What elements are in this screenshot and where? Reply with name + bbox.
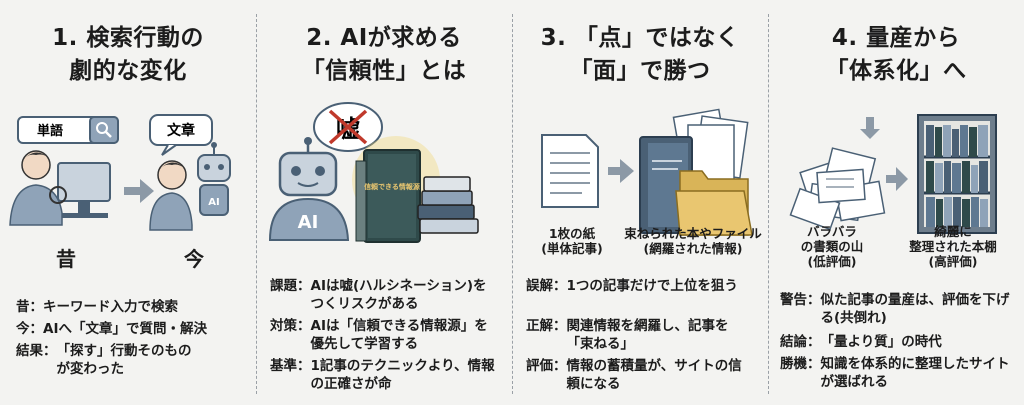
- robot-icon: [268, 137, 350, 241]
- book-stack-icon: [355, 149, 479, 243]
- panel-title: 3. 「点」ではなく 「面」で勝つ: [512, 22, 768, 88]
- caption-organized: 綺麗に 整理された本棚 (高評価): [894, 224, 1012, 269]
- note-text: 似た記事の量産は、評価を下げる(共倒れ): [820, 292, 1010, 326]
- note-key: 警告：: [780, 292, 821, 308]
- label-now: 今: [184, 247, 204, 271]
- label-past: 昔: [56, 247, 76, 271]
- note-text: AIへ「文章」で質問・解決: [43, 321, 207, 337]
- panel-divider: [768, 14, 769, 394]
- note-row: 昔： キーワード入力で検索: [16, 298, 246, 316]
- panel-title: 4. 量産から 「体系化」へ: [768, 22, 1024, 88]
- caption-single: 1枚の紙 (単体記事): [532, 226, 612, 256]
- caption-line: (単体記事): [541, 241, 603, 256]
- panel-title-line: 2. AIが求める: [306, 25, 462, 51]
- note-text: 「量より質」の時代: [820, 334, 942, 350]
- person-talking: [149, 160, 193, 231]
- panel-divider: [512, 14, 513, 394]
- speech-bubble: [149, 114, 213, 156]
- arrow-icon: [886, 167, 908, 191]
- note-key: 今：: [16, 321, 43, 337]
- caption-line: (低評価): [807, 254, 857, 269]
- note-key: 評価：: [526, 358, 567, 374]
- caption-line: バラバラ: [807, 224, 857, 239]
- note-key: 昔：: [16, 299, 43, 315]
- note-key: 結果：: [16, 343, 57, 359]
- note-key: 課題：: [270, 278, 311, 294]
- panel-surface-strategy: 3. 「点」ではなく 「面」で勝つ: [512, 0, 768, 405]
- note-text: キーワード入力で検索: [43, 299, 178, 315]
- panel-ai-reliability: 2. AIが求める 「信頼性」とは 嘘: [256, 0, 512, 405]
- panel-title-line: 「面」で勝つ: [569, 58, 711, 84]
- caption-line: (網羅された情報): [643, 241, 743, 256]
- panel-title: 2. AIが求める 「信頼性」とは: [256, 22, 512, 88]
- note-key: 誤解：: [526, 278, 567, 294]
- panel-systematization: 4. 量産から 「体系化」へ: [768, 0, 1024, 405]
- caption-bundled: 束ねられた本やファイル (網羅された情報): [618, 226, 768, 256]
- panel-title-line: 1. 検索行動の: [52, 25, 204, 51]
- book-label: 信頼できる情報源: [364, 182, 420, 191]
- surface-strategy-illustration: [541, 108, 753, 236]
- folder-icon: [675, 170, 753, 236]
- arrow-icon: [124, 179, 154, 203]
- search-change-illustration: 単語 文章: [9, 114, 231, 231]
- note-row: 正解： 関連情報を網羅し、記事を「束ねる」: [526, 317, 754, 353]
- note-key: 対策：: [270, 318, 311, 334]
- panel-title-line: 「信頼性」とは: [301, 58, 467, 84]
- note-row: 対策： AIは「信頼できる情報源」を優先して学習する: [270, 317, 498, 353]
- note-row: 勝機： 知識を体系的に整理したサイトが選ばれる: [780, 355, 1016, 391]
- note-text: 1つの記事だけで上位を狙う: [566, 278, 738, 294]
- caption-line: 1枚の紙: [548, 226, 596, 241]
- note-row: 誤解： 1つの記事だけで上位を狙う: [526, 277, 754, 295]
- panel-divider: [256, 14, 257, 394]
- down-arrow-icon: [860, 117, 880, 139]
- note-text: AIは「信頼できる情報源」を優先して学習する: [310, 318, 488, 352]
- magnifier-icon: [96, 122, 112, 138]
- note-row: 課題： AIは嘘(ハルシネーション)をつくリスクがある: [270, 277, 498, 313]
- panel-title-line: 「体系化」へ: [825, 58, 967, 84]
- note-row: 今： AIへ「文章」で質問・解決: [16, 320, 246, 338]
- caption-line: 綺麗に: [934, 224, 972, 239]
- note-key: 基準：: [270, 358, 311, 374]
- panel-title-line: 劇的な変化: [69, 58, 187, 84]
- caption-line: 整理された本棚: [909, 239, 997, 254]
- paper-pile-icon: [789, 147, 886, 231]
- ai-reliability-illustration: 嘘 AI: [268, 102, 479, 243]
- search-bar: [17, 116, 119, 144]
- note-row: 結論： 「量より質」の時代: [780, 333, 1016, 351]
- note-key: 結論：: [780, 334, 821, 350]
- person-at-computer: [9, 150, 111, 226]
- panel-search-behavior: 1. 検索行動の 劇的な変化 単語: [0, 0, 256, 405]
- caption-line: (高評価): [928, 254, 978, 269]
- arrow-icon: [608, 159, 634, 183]
- paper-icon: [541, 134, 599, 208]
- caption-line: の書類の山: [800, 239, 864, 254]
- panel-title-line: 4. 量産から: [831, 25, 961, 51]
- robot-label: AI: [208, 197, 219, 208]
- note-key: 正解：: [526, 318, 567, 334]
- panel-title-line: 3. 「点」ではなく: [540, 25, 740, 51]
- robot-icon: [197, 142, 231, 216]
- note-text: 関連情報を網羅し、記事を「束ねる」: [566, 318, 729, 352]
- robot-label: AI: [298, 212, 319, 233]
- note-row: 評価： 情報の蓄積量が、サイトの信頼になる: [526, 357, 754, 393]
- systematization-illustration: [789, 114, 997, 234]
- note-row: 警告： 似た記事の量産は、評価を下げる(共倒れ): [780, 291, 1016, 327]
- panel-title: 1. 検索行動の 劇的な変化: [0, 22, 256, 88]
- cross-icon: [328, 109, 368, 145]
- note-text: 知識を体系的に整理したサイトが選ばれる: [820, 356, 1010, 390]
- note-row: 基準： 1記事のテクニックより、情報の正確さが命: [270, 357, 498, 393]
- caption-line: 束ねられた本やファイル: [624, 226, 762, 241]
- note-text: 1記事のテクニックより、情報の正確さが命: [310, 358, 495, 392]
- note-row: 結果： 「探す」行動そのものが変わった: [16, 342, 202, 378]
- caption-messy: バラバラ の書類の山 (低評価): [788, 224, 876, 269]
- note-key: 勝機：: [780, 356, 821, 372]
- bookshelf-icon: [917, 114, 997, 234]
- bubble-word: 文章: [167, 122, 195, 139]
- note-text: 情報の蓄積量が、サイトの信頼になる: [566, 358, 742, 392]
- note-text: 「探す」行動そのものが変わった: [56, 343, 192, 377]
- note-text: AIは嘘(ハルシネーション)をつくリスクがある: [310, 278, 487, 312]
- search-word: 単語: [37, 123, 63, 139]
